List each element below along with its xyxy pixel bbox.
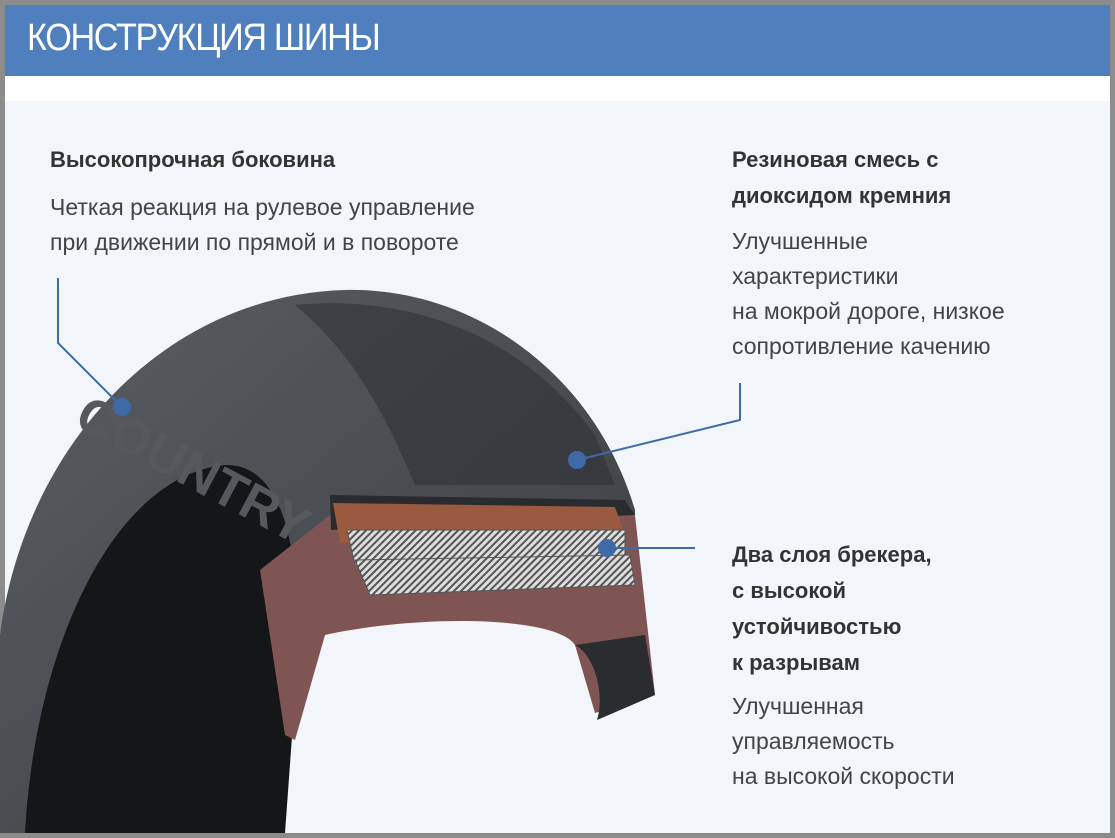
title-line: диоксидом кремния — [732, 183, 952, 208]
cutaway-casing — [260, 495, 655, 740]
belt-marker-dot — [598, 539, 616, 557]
divider-strip — [5, 76, 1110, 101]
callout-belt-description: Улучшенная управляемость на высокой скор… — [732, 689, 955, 794]
description-line: сопротивление качению — [732, 333, 991, 359]
description-line: управляемость — [732, 728, 895, 754]
title-line: к разрывам — [732, 650, 860, 675]
sidewall-marker-dot — [113, 398, 131, 416]
description-line: Четкая реакция на рулевое управление — [50, 194, 475, 220]
title-line: устойчивостью — [732, 614, 902, 639]
description-line: на мокрой дороге, низкое — [732, 298, 1005, 324]
callout-sidewall-title: Высокопрочная боковина — [50, 142, 335, 178]
leader-lines — [57, 278, 741, 549]
callout-compound-description: Улучшенные характеристики на мокрой доро… — [732, 224, 1005, 364]
title-line: Высокопрочная боковина — [50, 147, 336, 172]
callout-belt-title: Два слоя брекера, с высокой устойчивость… — [732, 537, 932, 681]
description-line: Улучшенные — [732, 228, 868, 254]
title-line: Резиновая смесь с — [732, 147, 939, 172]
description-line: на высокой скорости — [732, 763, 955, 789]
page-title: КОНСТРУКЦИЯ ШИНЫ — [27, 17, 381, 59]
tread-marker-dot — [568, 451, 586, 469]
callout-sidewall-description: Четкая реакция на рулевое управление при… — [50, 190, 475, 260]
callout-compound-title: Резиновая смесь с диоксидом кремния — [732, 142, 951, 214]
description-line: при движении по прямой и в повороте — [50, 229, 459, 255]
title-line: Два слоя брекера, — [732, 542, 932, 567]
header-bar: КОНСТРУКЦИЯ ШИНЫ — [5, 5, 1110, 76]
description-line: характеристики — [732, 263, 899, 289]
description-line: Улучшенная — [732, 693, 864, 719]
title-line: с высокой — [732, 578, 847, 603]
belt-layer-2 — [354, 554, 636, 596]
